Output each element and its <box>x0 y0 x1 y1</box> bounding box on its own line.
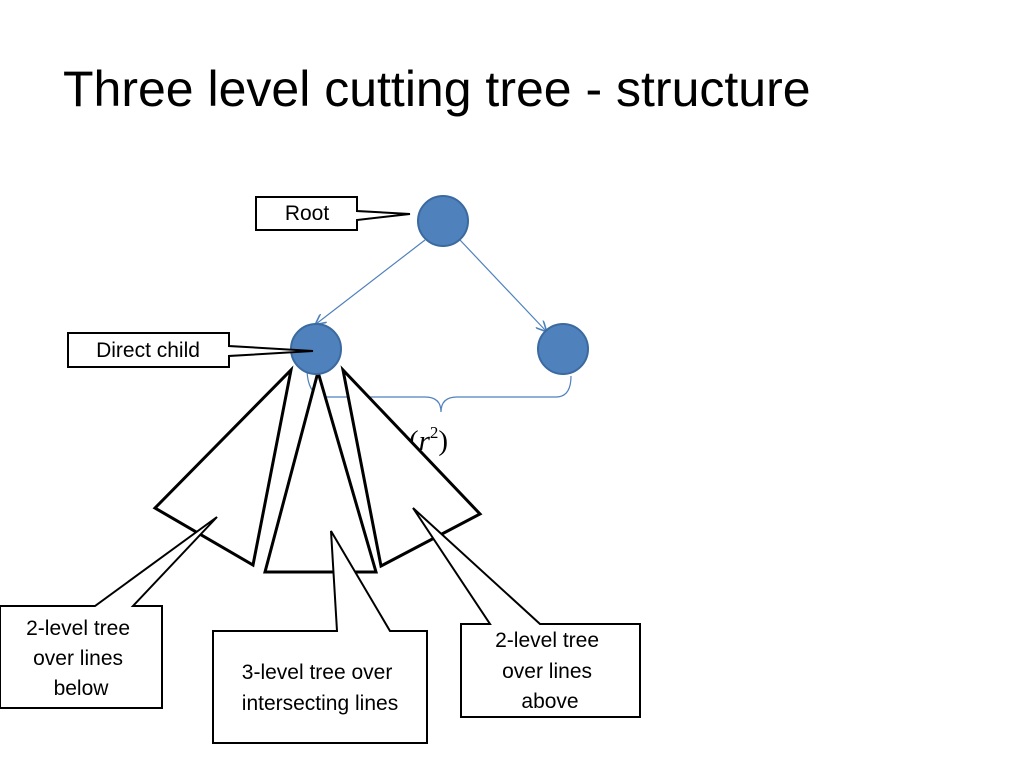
right-tree-callout: 2-level tree over lines above <box>412 507 641 718</box>
middle-tree-label: 3-level tree over intersecting lines <box>242 661 398 715</box>
edge-root-to-left-child <box>316 239 426 324</box>
root-node <box>417 195 469 247</box>
right-tree-label: 2-level tree over lines above <box>495 629 605 713</box>
root-callout: Root <box>255 196 411 231</box>
right-subtree-triangle <box>340 365 483 569</box>
left-subtree-triangle <box>152 365 294 568</box>
middle-subtree-triangle <box>263 366 378 574</box>
right-child-node <box>537 323 589 375</box>
direct-child-node <box>290 323 342 375</box>
left-tree-callout: 2-level tree over lines below <box>0 516 218 709</box>
direct-child-label: Direct child <box>96 339 200 362</box>
middle-tree-callout: 3-level tree over intersecting lines <box>212 530 428 744</box>
edge-root-to-right-child <box>459 239 546 331</box>
slide-title: Three level cutting tree - structure <box>63 61 811 117</box>
direct-child-callout: Direct child <box>67 332 314 368</box>
left-tree-label: 2-level tree over lines below <box>26 617 136 700</box>
root-label: Root <box>285 202 330 225</box>
